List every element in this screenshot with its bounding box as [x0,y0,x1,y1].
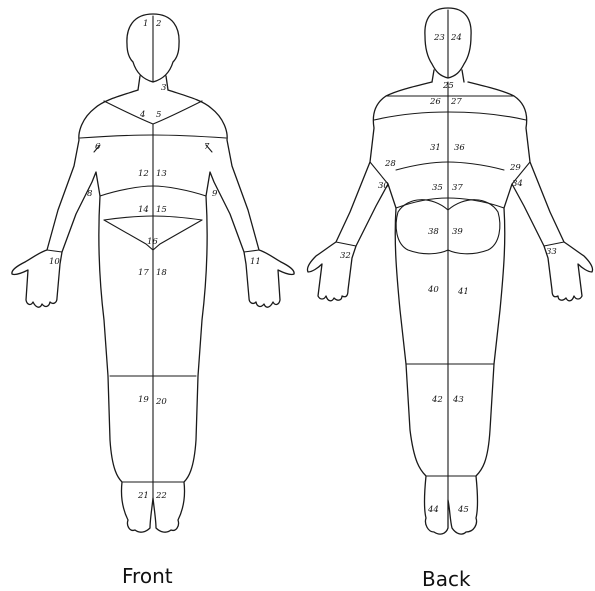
region-label: 18 [156,268,167,278]
region-label: 39 [452,227,463,237]
region-label: 40 [427,285,439,295]
front-region-labels: 1 2 3 4 5 6 7 8 9 10 11 12 13 14 15 16 1… [49,19,261,501]
region-label: 36 [454,143,465,153]
front-figure [12,14,294,532]
region-label: 5 [156,110,161,120]
back-body-outline [307,82,592,534]
region-label: 33 [546,247,557,257]
front-wrist-right [244,250,259,252]
region-label: 21 [137,491,149,501]
region-label: 20 [155,397,167,407]
front-collar-line [104,101,202,124]
region-label: 38 [428,227,439,237]
region-label: 11 [250,257,261,267]
region-label: 44 [427,505,439,515]
region-label: 6 [95,142,101,152]
region-label: 9 [212,189,218,199]
region-label: 43 [452,395,464,405]
region-label: 17 [138,268,149,278]
region-label: 24 [450,33,462,43]
region-label: 8 [87,189,93,199]
region-label: 37 [452,183,463,193]
back-wrist-right [544,242,564,246]
region-label: 42 [431,395,443,405]
region-label: 45 [457,505,469,515]
region-label: 25 [442,81,454,91]
region-label: 1 [143,19,148,29]
front-wrist-left [47,250,62,252]
region-label: 28 [384,159,396,169]
back-wrist-left [336,242,356,246]
region-label: 10 [49,257,60,267]
region-label: 15 [156,205,167,215]
region-label: 14 [138,205,149,215]
region-label: 16 [147,237,158,247]
region-label: 4 [139,110,145,120]
region-label: 22 [155,491,167,501]
region-label: 2 [155,19,161,29]
region-label: 12 [138,169,149,179]
region-label: 19 [138,395,149,405]
region-label: 41 [457,287,469,297]
back-caption: Back [422,567,471,591]
region-label: 29 [509,163,521,173]
region-label: 27 [450,97,462,107]
region-label: 23 [433,33,445,43]
region-label: 32 [340,251,351,261]
region-label: 3 [161,83,166,93]
region-label: 30 [378,181,389,191]
region-label: 7 [204,142,210,152]
region-label: 34 [512,179,523,189]
back-upper-line [374,112,526,120]
region-label: 31 [430,143,441,153]
region-label: 35 [432,183,443,193]
front-caption: Front [122,564,173,588]
back-buttock-left [396,200,448,254]
region-label: 26 [429,97,441,107]
back-midback-line [396,162,504,170]
region-label: 13 [156,169,167,179]
